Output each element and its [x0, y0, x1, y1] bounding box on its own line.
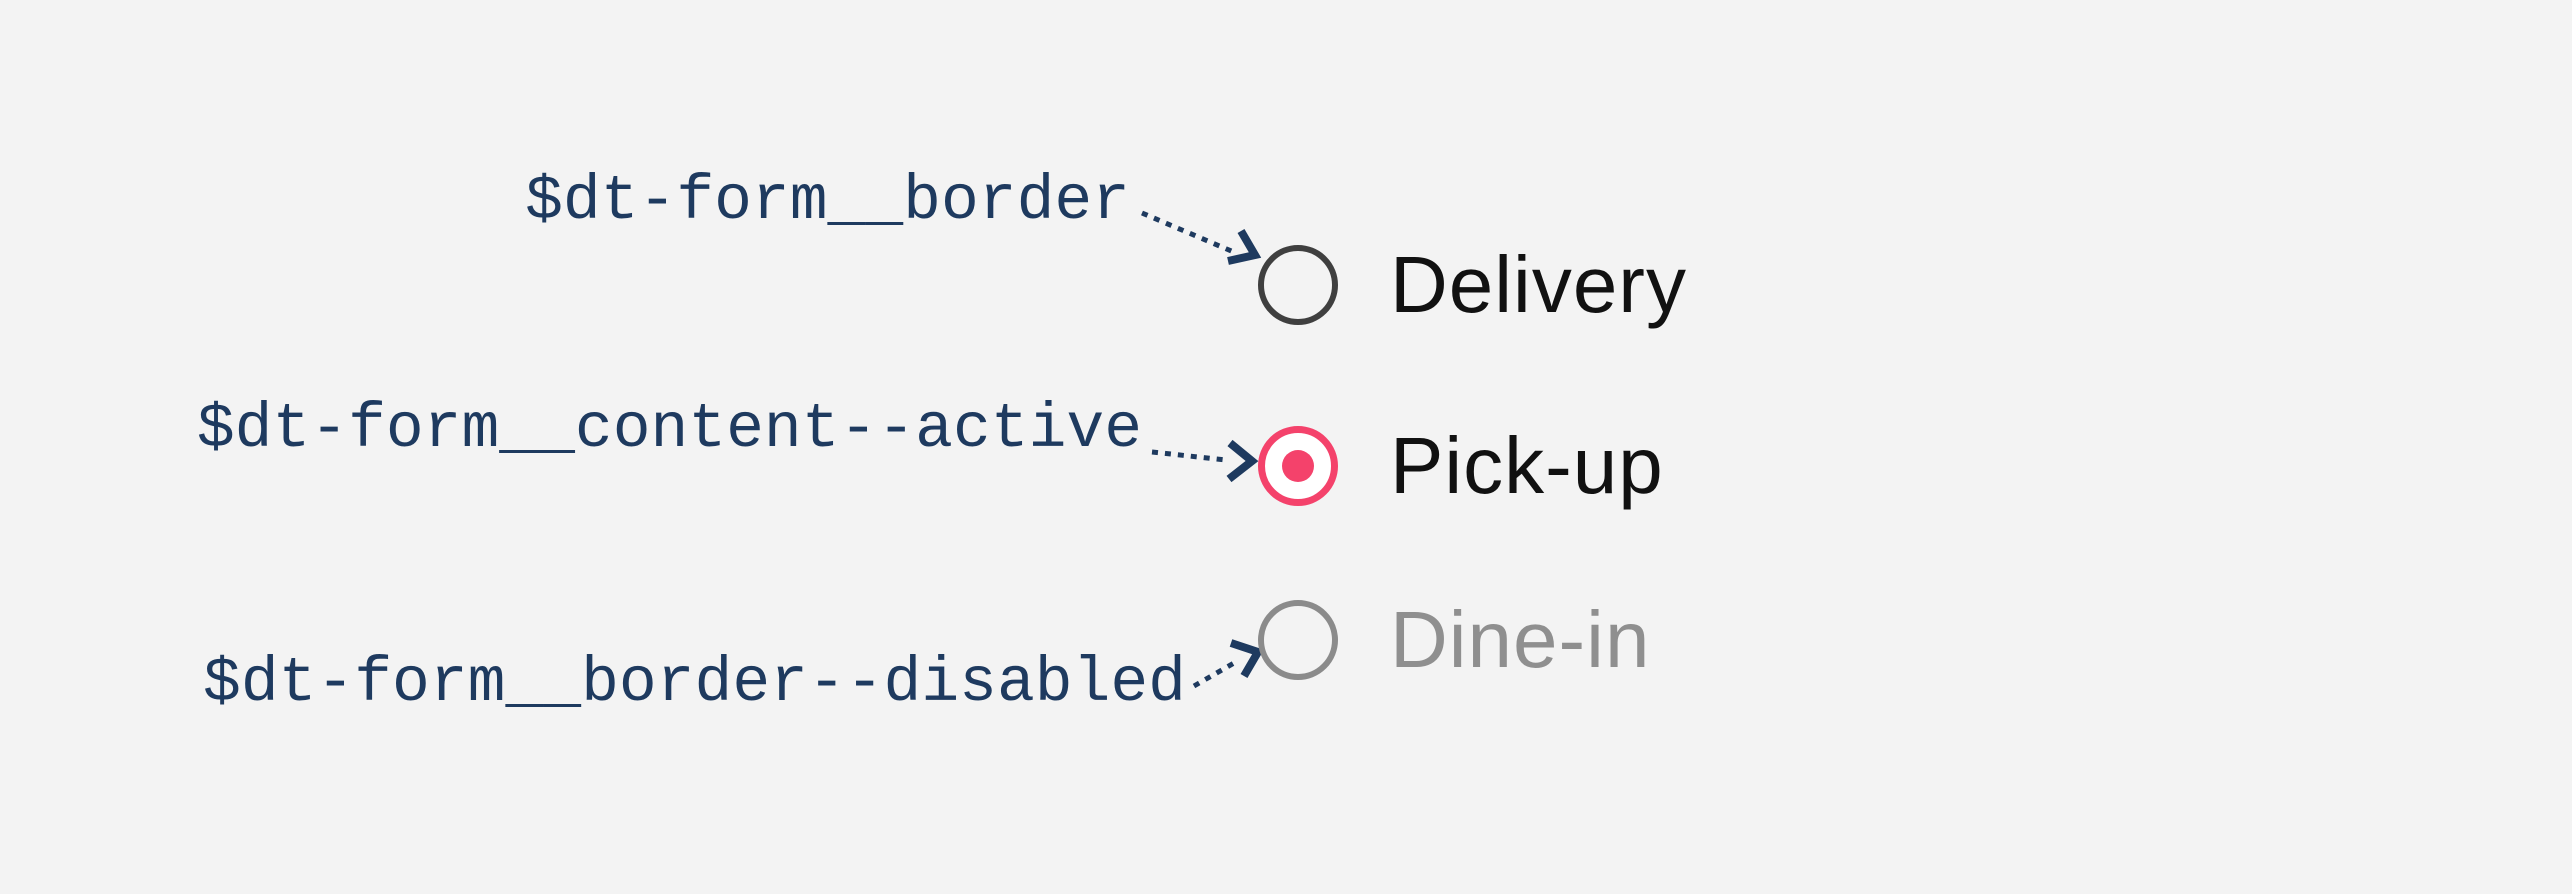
arrow-dotted-line [1192, 660, 1236, 689]
arrow-dotted-line [1141, 210, 1237, 256]
radio-selected-dot [1282, 450, 1314, 482]
annotation-arrow-dinein [1192, 639, 1264, 689]
radio-label-pickup[interactable]: Pick-up [1390, 421, 1664, 510]
token-label-form-border: $dt-form__border [525, 166, 1130, 237]
token-label-form-border-disabled: $dt-form__border--disabled [203, 648, 1186, 719]
radio-option-pickup[interactable]: Pick-up [1258, 426, 1664, 506]
token-label-form-content-active: $dt-form__content--active [196, 394, 1142, 465]
radio-label-dinein: Dine-in [1390, 595, 1651, 684]
arrow-chevron-icon [1226, 439, 1259, 483]
arrow-chevron-icon [1229, 639, 1264, 679]
radio-dinein [1258, 600, 1338, 680]
arrow-dotted-line [1151, 449, 1227, 463]
radio-label-delivery[interactable]: Delivery [1390, 240, 1687, 329]
radio-option-dinein: Dine-in [1258, 600, 1650, 680]
annotation-arrow-delivery [1141, 210, 1262, 265]
radio-delivery[interactable] [1258, 245, 1338, 325]
radio-option-delivery[interactable]: Delivery [1258, 245, 1687, 325]
annotation-arrow-pickup [1151, 439, 1259, 483]
radio-pickup[interactable] [1258, 426, 1338, 506]
arrow-chevron-icon [1227, 228, 1262, 265]
